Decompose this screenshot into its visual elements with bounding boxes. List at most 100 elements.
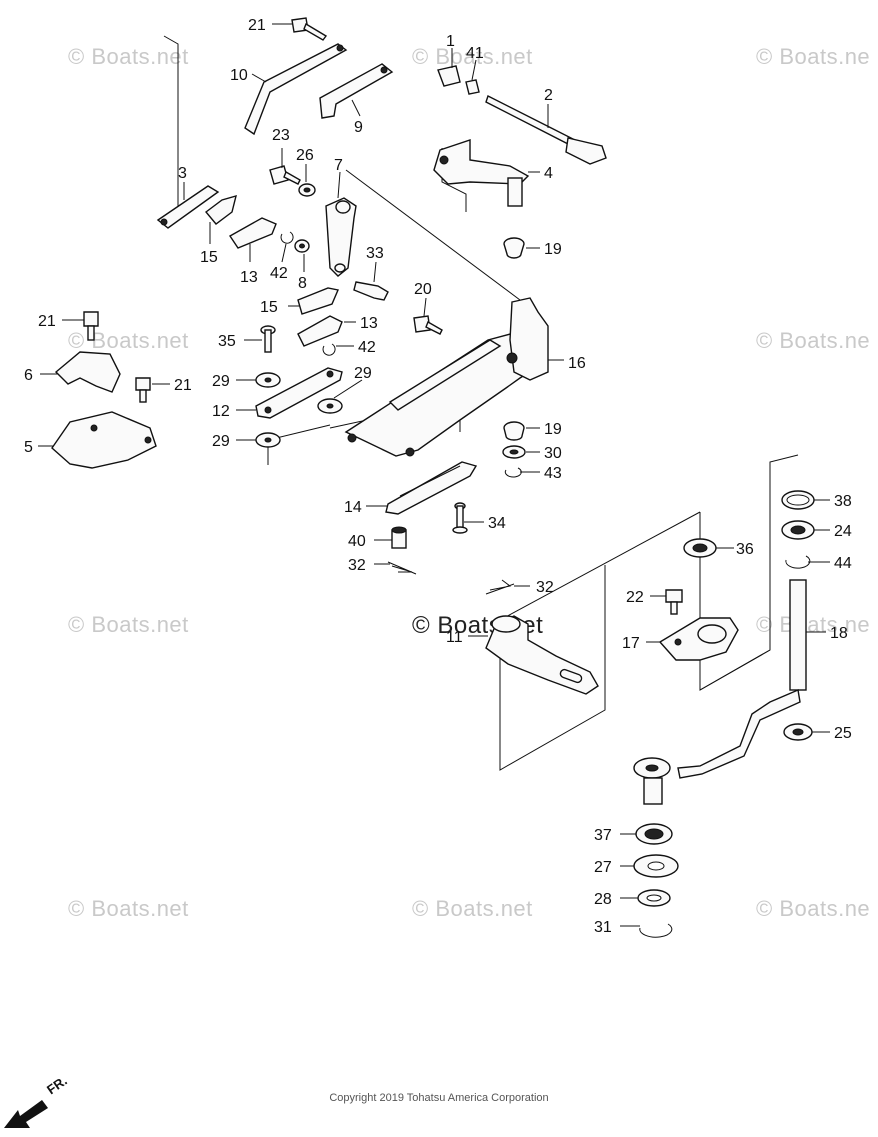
label-13[interactable]: 13 bbox=[240, 269, 258, 286]
part-19-bushing-2 bbox=[503, 421, 525, 441]
watermark: © Boats.net bbox=[68, 44, 189, 69]
part-16-bracket bbox=[344, 297, 549, 457]
label-8[interactable]: 8 bbox=[298, 275, 307, 292]
label-4[interactable]: 4 bbox=[544, 165, 553, 182]
label-22[interactable]: 22 bbox=[626, 589, 644, 606]
label-42[interactable]: 42 bbox=[358, 339, 376, 356]
part-labels: 21 10 9 1 41 2 4 3 15 13 23 26 7 42 8 33… bbox=[24, 17, 852, 936]
part-28-washer bbox=[637, 889, 671, 907]
copyright-text: Copyright 2019 Tohatsu America Corporati… bbox=[329, 1092, 549, 1104]
label-32[interactable]: 32 bbox=[348, 557, 366, 574]
label-23[interactable]: 23 bbox=[272, 127, 290, 144]
part-25-washer bbox=[783, 723, 813, 741]
label-7[interactable]: 7 bbox=[334, 157, 343, 174]
label-29[interactable]: 29 bbox=[354, 365, 372, 382]
part-14-plate bbox=[385, 461, 478, 515]
label-40[interactable]: 40 bbox=[348, 533, 366, 550]
label-15[interactable]: 15 bbox=[260, 299, 278, 316]
label-37[interactable]: 37 bbox=[594, 827, 612, 844]
watermark: © Boats.ne bbox=[756, 328, 871, 353]
part-38-ring bbox=[781, 490, 815, 510]
label-33[interactable]: 33 bbox=[366, 245, 384, 262]
label-19[interactable]: 19 bbox=[544, 421, 562, 438]
part-29-washer-2 bbox=[317, 398, 343, 414]
part-36-bush bbox=[683, 538, 717, 558]
label-10[interactable]: 10 bbox=[230, 67, 248, 84]
label-44[interactable]: 44 bbox=[834, 555, 852, 572]
part-20-bolt bbox=[413, 315, 443, 335]
part-29-washer-3 bbox=[255, 432, 281, 448]
label-28[interactable]: 28 bbox=[594, 891, 612, 908]
label-36[interactable]: 36 bbox=[736, 541, 754, 558]
label-43[interactable]: 43 bbox=[544, 465, 562, 482]
label-15[interactable]: 15 bbox=[200, 249, 218, 266]
watermark: © Boats.net bbox=[68, 612, 189, 637]
label-42[interactable]: 42 bbox=[270, 265, 288, 282]
label-17[interactable]: 17 bbox=[622, 635, 640, 652]
part-9-bracket bbox=[319, 63, 394, 119]
part-1-ball-joint bbox=[437, 65, 461, 87]
part-13-end bbox=[228, 217, 277, 249]
label-5[interactable]: 5 bbox=[24, 439, 33, 456]
part-2-rod bbox=[485, 95, 607, 165]
part-27-washer bbox=[633, 854, 679, 878]
part-4-lever bbox=[433, 139, 530, 207]
label-16[interactable]: 16 bbox=[568, 355, 586, 372]
label-14[interactable]: 14 bbox=[344, 499, 362, 516]
part-29-washer bbox=[255, 372, 281, 388]
watermark: © Boats.ne bbox=[756, 44, 871, 69]
label-21[interactable]: 21 bbox=[38, 313, 56, 330]
part-8-washer bbox=[294, 239, 310, 253]
watermark: © Boats.net bbox=[412, 896, 533, 921]
part-10-link bbox=[244, 43, 348, 136]
label-30[interactable]: 30 bbox=[544, 445, 562, 462]
part-3-link bbox=[156, 185, 220, 229]
part-26-washer bbox=[298, 183, 316, 197]
label-12[interactable]: 12 bbox=[212, 403, 230, 420]
label-29[interactable]: 29 bbox=[212, 433, 230, 450]
part-35-pin bbox=[260, 325, 276, 353]
label-13[interactable]: 13 bbox=[360, 315, 378, 332]
part-19-bushing bbox=[503, 237, 525, 259]
part-31-circlip bbox=[639, 923, 673, 938]
part-44-clip bbox=[785, 555, 811, 569]
label-21[interactable]: 21 bbox=[174, 377, 192, 394]
label-34[interactable]: 34 bbox=[488, 515, 506, 532]
label-2[interactable]: 2 bbox=[544, 87, 553, 104]
label-38[interactable]: 38 bbox=[834, 493, 852, 510]
label-31[interactable]: 31 bbox=[594, 919, 612, 936]
part-21-bolt-right bbox=[135, 377, 151, 403]
part-40-spacer bbox=[391, 526, 407, 549]
label-11[interactable]: 11 bbox=[446, 629, 463, 646]
label-6[interactable]: 6 bbox=[24, 367, 33, 384]
label-9[interactable]: 9 bbox=[354, 119, 363, 136]
label-21[interactable]: 21 bbox=[248, 17, 266, 34]
label-27[interactable]: 27 bbox=[594, 859, 612, 876]
part-42-clip bbox=[280, 231, 294, 244]
part-12-link bbox=[255, 367, 343, 419]
watermark: © Boats.net bbox=[68, 896, 189, 921]
part-43-clip bbox=[504, 467, 522, 478]
label-20[interactable]: 20 bbox=[414, 281, 432, 298]
part-7-arm bbox=[325, 197, 357, 277]
label-24[interactable]: 24 bbox=[834, 523, 852, 540]
front-arrow-icon bbox=[4, 1100, 48, 1128]
label-29[interactable]: 29 bbox=[212, 373, 230, 390]
part-15-clip-2 bbox=[297, 287, 339, 315]
label-32[interactable]: 32 bbox=[536, 579, 554, 596]
label-26[interactable]: 26 bbox=[296, 147, 314, 164]
part-42-clip-2 bbox=[322, 343, 336, 356]
part-32-cotter-pin-2 bbox=[485, 579, 515, 595]
label-41[interactable]: 41 bbox=[466, 45, 484, 62]
label-1[interactable]: 1 bbox=[446, 33, 455, 50]
part-22-bolt bbox=[665, 589, 683, 615]
part-41-nut bbox=[465, 79, 480, 95]
part-37-seal bbox=[635, 823, 673, 845]
label-3[interactable]: 3 bbox=[178, 165, 187, 182]
label-19[interactable]: 19 bbox=[544, 241, 562, 258]
label-35[interactable]: 35 bbox=[218, 333, 236, 350]
label-18[interactable]: 18 bbox=[830, 625, 848, 642]
part-17-holder bbox=[658, 617, 739, 661]
label-25[interactable]: 25 bbox=[834, 725, 852, 742]
